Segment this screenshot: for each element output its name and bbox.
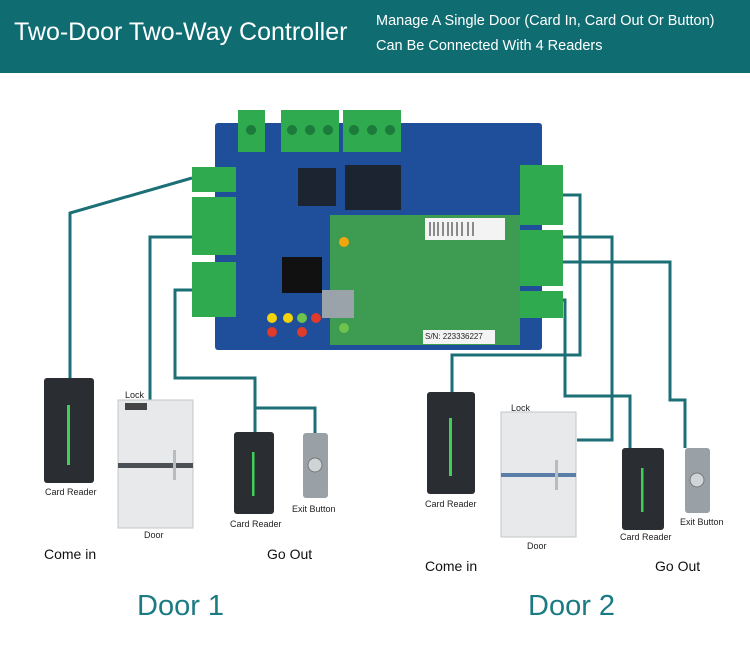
- terminal-right-2: [520, 230, 563, 286]
- door1-exit-reader-label: Card Reader: [230, 519, 282, 529]
- wire-door1-lock: [148, 235, 192, 400]
- header-subtitle-line-1: Manage A Single Door (Card In, Card Out …: [376, 13, 715, 29]
- wire-door2-exit-reader-2: [560, 298, 632, 448]
- terminal-left-2: [192, 197, 236, 255]
- door2-go-out: Go Out: [655, 558, 701, 574]
- door1-exit-card-reader: [234, 432, 274, 514]
- door1-lock-label: Lock: [125, 390, 145, 400]
- door2-lock-label: Lock: [511, 403, 531, 413]
- door1-door-label: Door: [144, 530, 164, 540]
- door2-card-reader: [427, 392, 475, 494]
- header-subtitle-line-2: Can Be Connected With 4 Readers: [376, 38, 603, 54]
- terminal-left-1: [192, 167, 236, 192]
- wires: [68, 176, 687, 448]
- wire-door2-exit-reader: [560, 260, 687, 448]
- door2-exit-card-reader: [622, 448, 664, 530]
- board-serial: S/N: 223336227: [425, 332, 483, 341]
- door1-door: [117, 399, 194, 529]
- door1-exit-button-label: Exit Button: [292, 504, 336, 514]
- door2-exit-reader-label: Card Reader: [620, 532, 672, 542]
- rj45-port: [322, 290, 354, 318]
- terminal-right-3: [520, 291, 563, 318]
- relay-2: [345, 165, 401, 210]
- terminal-right-1: [520, 165, 563, 225]
- door2-exit-button-label: Exit Button: [680, 517, 724, 527]
- wire-door1-exit-reader: [173, 288, 257, 432]
- door1-exit-button: [303, 433, 328, 498]
- door2-come-in: Come in: [425, 558, 478, 574]
- header-banner: Two-Door Two-Way Controller Manage A Sin…: [0, 0, 750, 73]
- chip: [282, 257, 322, 293]
- controller-board: [192, 110, 563, 350]
- wire-door1-exit-button: [255, 406, 317, 433]
- status-leds: [267, 237, 349, 337]
- barcode-label: [425, 218, 505, 240]
- wire-door2-lock: [560, 235, 614, 442]
- serial-label: [423, 330, 495, 344]
- door1-go-out: Go Out: [267, 546, 313, 562]
- terminal-left-3: [192, 262, 236, 317]
- door1-title: Door 1: [137, 590, 225, 622]
- wire-door1-card-reader: [68, 176, 193, 378]
- door1-card-reader: [44, 378, 94, 483]
- door2-door-label: Door: [527, 541, 547, 551]
- door2-door: [500, 411, 577, 538]
- door1-card-reader-label: Card Reader: [45, 487, 97, 497]
- door1-come-in: Come in: [44, 546, 97, 562]
- door2-card-reader-label: Card Reader: [425, 499, 477, 509]
- door2-exit-button: [685, 448, 710, 513]
- wire-door2-card-reader: [450, 193, 582, 392]
- door2-title: Door 2: [528, 590, 616, 622]
- page-title: Two-Door Two-Way Controller: [14, 18, 348, 46]
- relay-1: [298, 168, 336, 206]
